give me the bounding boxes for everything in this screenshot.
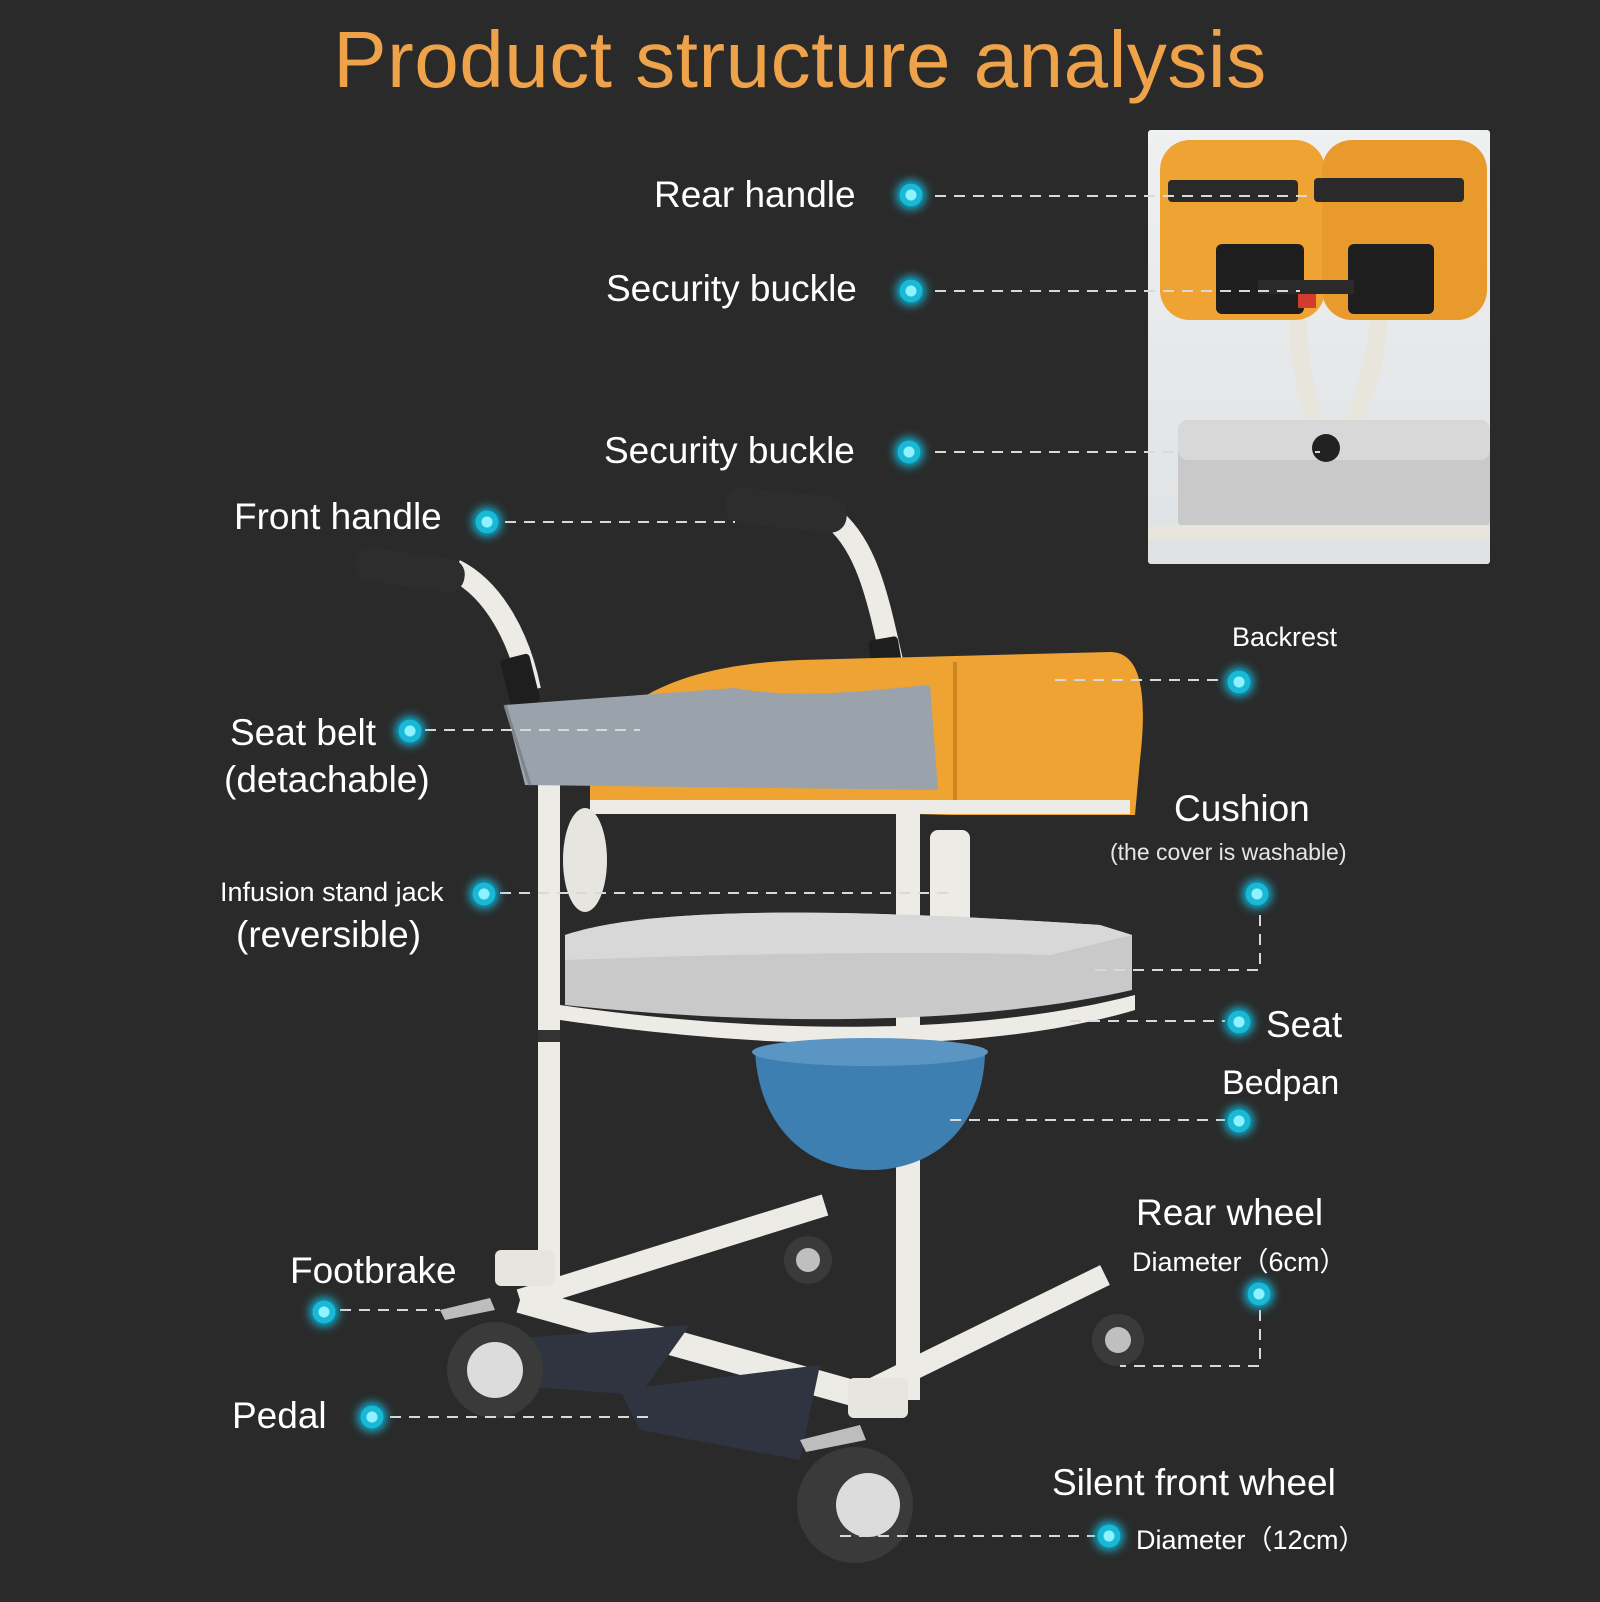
label-security-buckle-1: Security buckle	[606, 268, 857, 309]
label-rear-wheel-note: Diameter（6cm）	[1132, 1247, 1347, 1277]
label-seat-belt-note: (detachable)	[224, 759, 430, 800]
marker-rear-wheel-icon	[1245, 1280, 1273, 1308]
label-infusion-stand-jack: Infusion stand jack	[220, 877, 444, 907]
marker-seat-icon	[1225, 1008, 1253, 1036]
label-cushion-note: (the cover is washable)	[1110, 839, 1347, 865]
label-front-wheel-note: Diameter（12cm）	[1136, 1525, 1366, 1555]
marker-security-buckle-1-icon	[897, 277, 925, 305]
front-wheel-left	[447, 1322, 543, 1418]
page-title: Product structure analysis	[333, 15, 1267, 104]
marker-pedal-icon	[358, 1403, 386, 1431]
label-seat: Seat	[1266, 1004, 1343, 1045]
label-front-handle: Front handle	[234, 496, 442, 537]
marker-front-wheel-icon	[1095, 1522, 1123, 1550]
marker-rear-handle-icon	[897, 181, 925, 209]
label-pedal: Pedal	[232, 1395, 327, 1436]
label-footbrake: Footbrake	[290, 1250, 457, 1291]
marker-backrest-icon	[1225, 668, 1253, 696]
marker-infusion-stand-jack-icon	[470, 880, 498, 908]
label-bedpan: Bedpan	[1222, 1064, 1340, 1102]
marker-security-buckle-2-icon	[895, 438, 923, 466]
marker-cushion-icon	[1243, 880, 1271, 908]
label-security-buckle-2: Security buckle	[604, 430, 855, 471]
rear-wheel-left	[784, 1236, 832, 1284]
label-rear-handle: Rear handle	[654, 174, 856, 215]
marker-front-handle-icon	[473, 508, 501, 536]
backrest-detail-photo	[1148, 130, 1490, 564]
front-wheel-right	[797, 1447, 913, 1563]
marker-seat-belt-icon	[396, 717, 424, 745]
marker-bedpan-icon	[1225, 1107, 1253, 1135]
label-infusion-note: (reversible)	[236, 914, 422, 955]
marker-footbrake-icon	[310, 1298, 338, 1326]
rear-wheel-right	[1092, 1314, 1144, 1366]
label-silent-front-wheel: Silent front wheel	[1052, 1462, 1336, 1503]
label-seat-belt: Seat belt	[230, 712, 377, 753]
label-backrest: Backrest	[1232, 622, 1338, 652]
label-rear-wheel: Rear wheel	[1136, 1192, 1324, 1233]
leader-lines	[340, 195, 1320, 1537]
label-cushion: Cushion	[1174, 788, 1310, 829]
